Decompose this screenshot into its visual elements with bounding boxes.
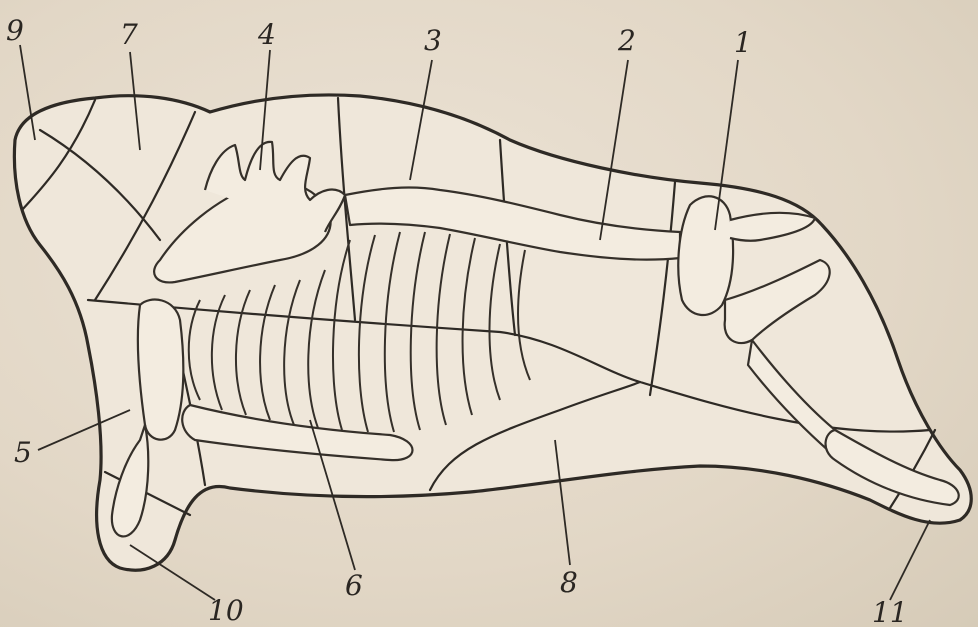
label-8: 8 xyxy=(560,566,578,599)
pelvis-bone xyxy=(678,196,733,315)
label-6: 6 xyxy=(345,569,363,602)
leader-line-11 xyxy=(890,520,930,600)
label-2: 2 xyxy=(617,24,636,57)
label-3: 3 xyxy=(424,24,442,57)
label-1: 1 xyxy=(734,26,752,59)
leader-line-10 xyxy=(130,545,215,600)
label-11: 11 xyxy=(872,596,908,627)
label-9: 9 xyxy=(6,14,24,47)
label-4: 4 xyxy=(257,18,276,51)
humerus-bone xyxy=(138,300,183,440)
label-10: 10 xyxy=(208,594,244,627)
label-5: 5 xyxy=(14,436,32,469)
label-7: 7 xyxy=(120,18,138,51)
